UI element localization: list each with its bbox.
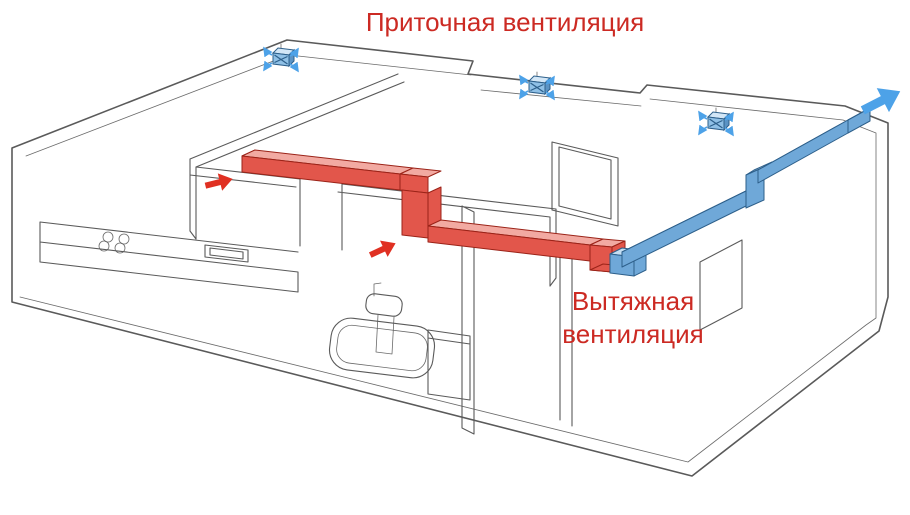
washbasin-pedestal <box>373 282 395 355</box>
outer-shell <box>11 39 889 477</box>
bathtub <box>328 317 436 379</box>
stove-burner <box>114 242 126 254</box>
stove-burner <box>102 231 114 243</box>
exhaust-exit-front <box>847 107 871 134</box>
kitchen-area <box>39 221 299 293</box>
stove-burner <box>118 233 130 245</box>
exhaust-ventilation-label-line1: Вытяжная <box>572 286 694 316</box>
exhaust-ventilation-label-line2: вентиляция <box>562 319 704 349</box>
bathtub-inner <box>336 324 428 372</box>
bathroom-fixtures <box>328 282 471 401</box>
kitchen-counter <box>39 221 299 293</box>
stove-burner <box>98 240 110 252</box>
exhaust-duct <box>609 102 883 277</box>
apartment-outline <box>11 39 889 477</box>
washbasin <box>365 293 403 317</box>
supply-ventilation-label: Приточная вентиляция <box>366 7 644 37</box>
vent-shaft <box>551 141 619 227</box>
bathroom-cabinet <box>427 329 471 401</box>
supply-drop-front <box>401 189 429 239</box>
